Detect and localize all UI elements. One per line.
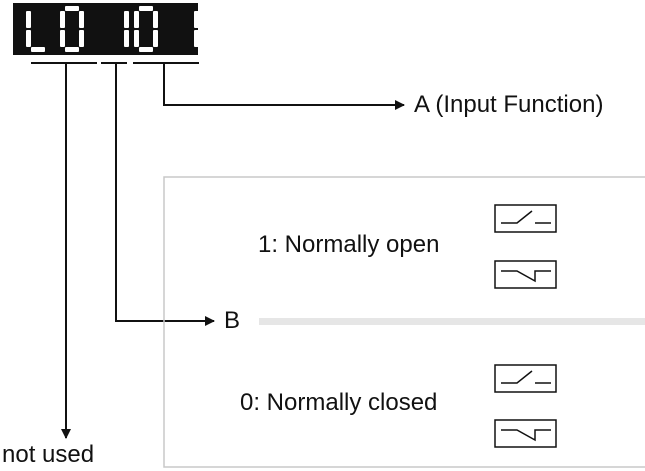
display-char-3 [134,6,158,52]
contact-closed-icon [494,260,557,289]
display-segment [134,11,139,28]
display-segment [26,11,31,28]
contact-closed-icon [494,419,557,448]
normally-open-label: 1: Normally open [258,231,440,258]
display-segment [134,30,139,47]
display-segment [153,11,158,28]
display-segment [60,11,65,28]
display-segment [124,11,129,28]
options-box [163,176,645,468]
b-label: B [224,307,241,334]
display-segment [79,30,84,47]
display-segment [194,11,199,28]
display-char-2 [105,6,129,52]
display-segment [60,30,65,47]
a-connector-line [163,63,405,110]
display-segment [194,30,199,47]
display-char-0 [26,6,50,52]
display-segment [65,47,79,52]
a-function-label: A (Input Function) [414,91,604,118]
not-used-label: not used [2,441,95,468]
display-segment [65,6,79,11]
display-segment [124,30,129,47]
display-segment [139,6,153,11]
contact-open-icon [494,204,557,233]
b-value-bar [259,318,645,325]
display-segment [31,47,45,52]
display-segment [79,11,84,28]
normally-closed-label: 0: Normally closed [240,389,438,416]
seven-segment-display [13,3,199,55]
display-segment [26,30,31,47]
b-connector-line [115,63,215,326]
display-char-4 [175,6,199,52]
display-segment [139,47,153,52]
contact-open-icon [494,364,557,393]
display-segment [153,30,158,47]
display-char-1 [60,6,84,52]
